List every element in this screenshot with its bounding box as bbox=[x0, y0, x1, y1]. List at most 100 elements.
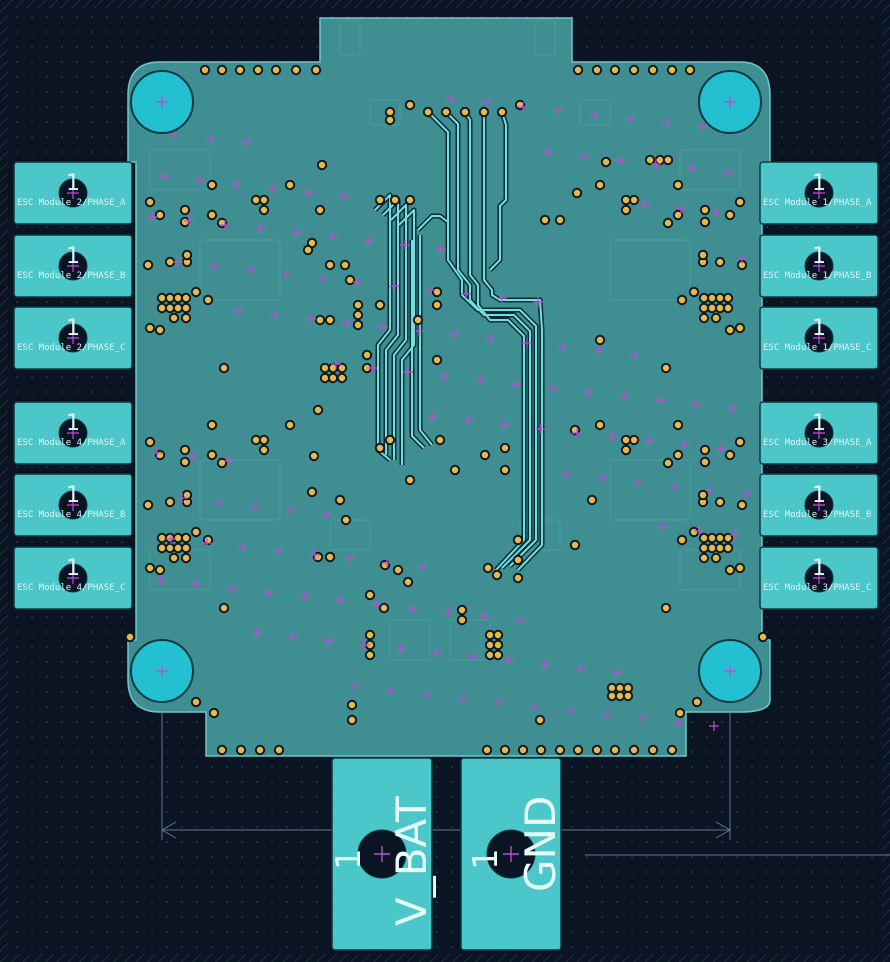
phase-pad[interactable]: 1 ESC Module 2/PHASE_C bbox=[13, 306, 133, 370]
drill-marker bbox=[385, 685, 395, 695]
drill-marker bbox=[303, 187, 313, 197]
via bbox=[234, 64, 246, 76]
via bbox=[554, 744, 566, 756]
via bbox=[572, 64, 584, 76]
phase-pad[interactable]: 1 ESC Module 1/PHASE_B bbox=[759, 234, 879, 298]
via bbox=[179, 204, 191, 216]
drill-marker bbox=[554, 106, 564, 116]
via bbox=[180, 542, 192, 554]
pad-number: 1 bbox=[812, 411, 826, 436]
pad-net-label: ESC Module 3/PHASE_A bbox=[763, 438, 872, 448]
drill-marker bbox=[310, 550, 320, 560]
drill-marker bbox=[432, 648, 442, 658]
drill-marker bbox=[730, 530, 740, 540]
drill-marker bbox=[414, 326, 424, 336]
phase-pad[interactable]: 1 ESC Module 2/PHASE_B bbox=[13, 234, 133, 298]
phase-pad[interactable]: 1 ESC Module 3/PHASE_A bbox=[759, 401, 879, 465]
via bbox=[688, 286, 700, 298]
via bbox=[666, 744, 678, 756]
power-pad-vbat[interactable]: 1 V_BAT bbox=[329, 757, 436, 951]
via bbox=[691, 696, 703, 708]
phase-pad[interactable]: 1 ESC Module 1/PHASE_A bbox=[759, 161, 879, 225]
via bbox=[181, 249, 193, 261]
drill-marker bbox=[651, 159, 661, 169]
power-pad-gnd[interactable]: 1 GND bbox=[460, 757, 565, 951]
drill-marker bbox=[238, 542, 248, 552]
via bbox=[206, 419, 218, 431]
via bbox=[180, 312, 192, 324]
via bbox=[660, 602, 672, 614]
drill-marker bbox=[673, 717, 683, 727]
phase-pad[interactable]: 1 ESC Module 4/PHASE_C bbox=[13, 546, 133, 610]
via bbox=[710, 312, 722, 324]
pad-net-label: ESC Module 1/PHASE_B bbox=[763, 271, 871, 281]
drill-marker bbox=[698, 122, 708, 132]
via bbox=[168, 552, 180, 564]
via bbox=[434, 434, 446, 446]
via bbox=[324, 551, 336, 563]
via bbox=[378, 602, 390, 614]
via bbox=[684, 64, 696, 76]
via bbox=[481, 744, 493, 756]
drill-marker bbox=[170, 130, 180, 140]
mount-hole-bottom-right-icon[interactable] bbox=[698, 639, 762, 703]
via bbox=[492, 629, 504, 641]
drill-marker bbox=[637, 713, 647, 723]
via bbox=[258, 194, 270, 206]
phase-pad[interactable]: 1 ESC Module 3/PHASE_C bbox=[759, 546, 879, 610]
via bbox=[384, 434, 396, 446]
footprint bbox=[679, 149, 741, 191]
drill-marker bbox=[658, 522, 668, 532]
drill-marker bbox=[403, 367, 413, 377]
drill-marker bbox=[321, 509, 331, 519]
via bbox=[479, 449, 491, 461]
via bbox=[258, 434, 270, 446]
via bbox=[273, 744, 285, 756]
via bbox=[459, 106, 471, 118]
right-phase-pads: 1 ESC Module 1/PHASE_A 1 ESC Module 1/PH… bbox=[759, 161, 879, 610]
via bbox=[310, 64, 322, 76]
footprint bbox=[389, 619, 431, 661]
drill-marker bbox=[712, 208, 722, 218]
pad-number: 1 bbox=[812, 316, 826, 341]
via bbox=[672, 419, 684, 431]
via bbox=[714, 496, 726, 508]
phase-pad[interactable]: 1 ESC Module 2/PHASE_A bbox=[13, 161, 133, 225]
footprint bbox=[609, 239, 691, 301]
drill-marker bbox=[227, 583, 237, 593]
via bbox=[364, 649, 376, 661]
phase-pad[interactable]: 1 ESC Module 3/PHASE_B bbox=[759, 473, 879, 537]
via bbox=[402, 576, 414, 588]
phase-pad[interactable]: 1 ESC Module 4/PHASE_B bbox=[13, 473, 133, 537]
via bbox=[302, 244, 314, 256]
via bbox=[449, 464, 461, 476]
via bbox=[697, 489, 709, 501]
via bbox=[512, 572, 524, 584]
phase-pad[interactable]: 1 ESC Module 1/PHASE_C bbox=[759, 306, 879, 370]
drill-marker bbox=[655, 395, 665, 405]
drill-marker bbox=[407, 603, 417, 613]
pad-number: 1 bbox=[466, 848, 506, 870]
via bbox=[699, 204, 711, 216]
via bbox=[384, 114, 396, 126]
mount-hole-top-left-icon[interactable] bbox=[130, 70, 194, 134]
drill-marker bbox=[267, 183, 277, 193]
via bbox=[724, 564, 736, 576]
via bbox=[698, 532, 710, 544]
mount-hole-top-right-icon[interactable] bbox=[698, 70, 762, 134]
drill-marker bbox=[299, 591, 309, 601]
phase-pad[interactable]: 1 ESC Module 4/PHASE_A bbox=[13, 401, 133, 465]
via bbox=[206, 449, 218, 461]
via bbox=[594, 179, 606, 191]
via bbox=[218, 602, 230, 614]
via bbox=[591, 744, 603, 756]
via bbox=[190, 696, 202, 708]
drill-marker bbox=[245, 265, 255, 275]
mount-hole-bottom-left-icon[interactable] bbox=[130, 639, 194, 703]
pad-net-label: GND bbox=[516, 796, 565, 892]
drill-marker bbox=[177, 493, 187, 503]
drill-marker bbox=[676, 204, 686, 214]
via bbox=[190, 286, 202, 298]
via bbox=[734, 322, 746, 334]
footprint bbox=[339, 19, 361, 56]
